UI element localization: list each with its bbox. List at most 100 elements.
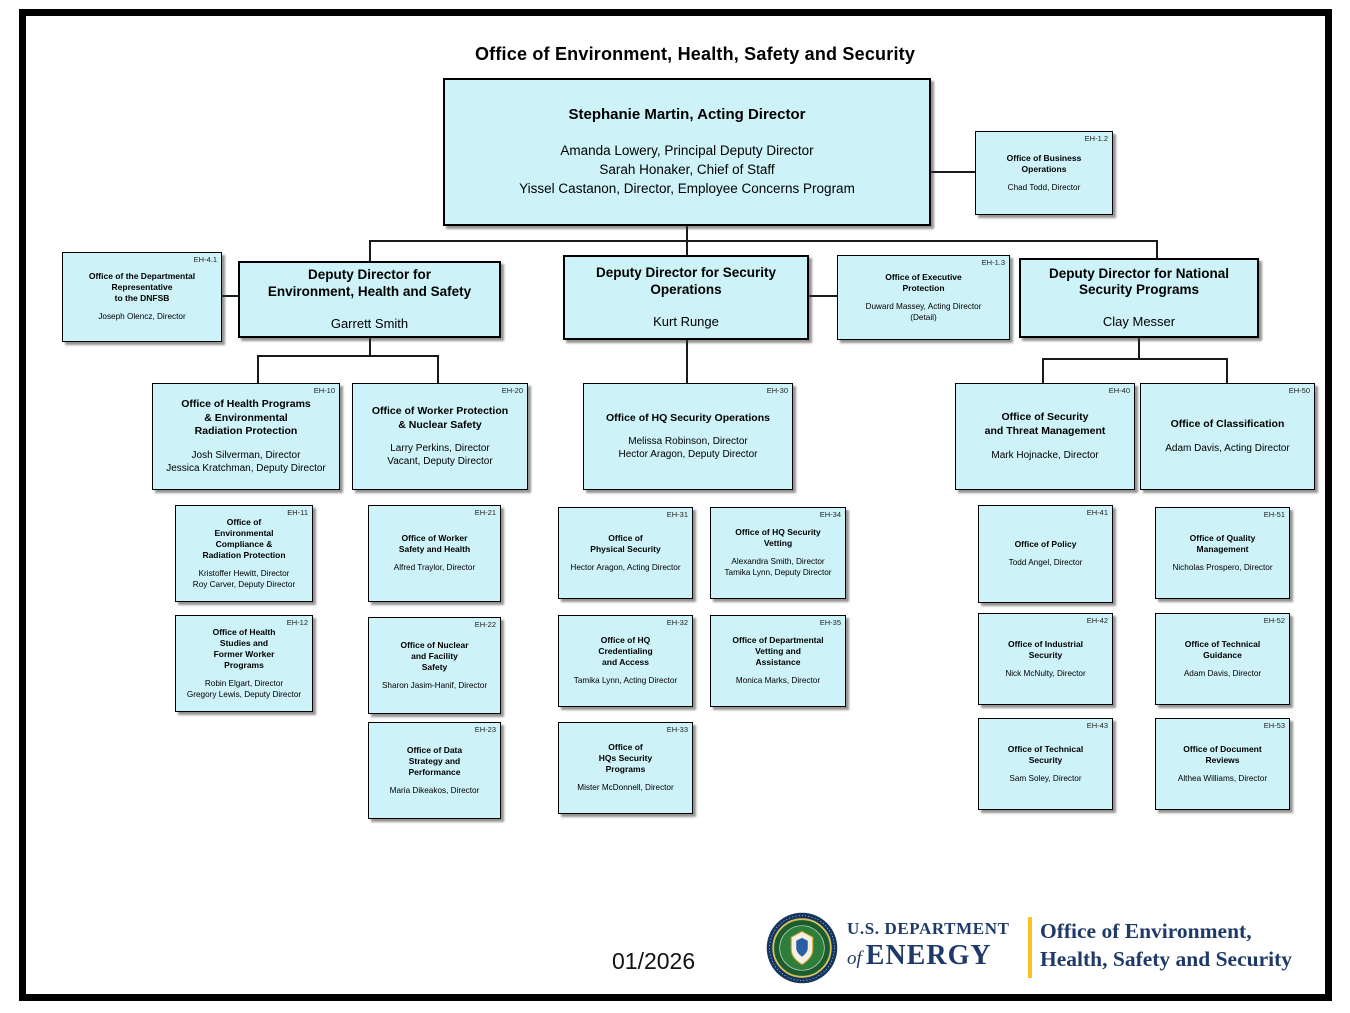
connector-line <box>686 240 688 256</box>
org-box-title: Office of HQs Security Programs <box>598 742 653 775</box>
org-code-label: EH-35 <box>819 618 841 627</box>
org-box-eh35: EH-35 Office of Departmental Vetting and… <box>710 615 846 707</box>
org-code-label: EH-53 <box>1263 721 1285 730</box>
org-box-people: Alexandra Smith, Director Tamika Lynn, D… <box>724 557 832 578</box>
org-box-people: Nicholas Prospero, Director <box>1172 562 1273 572</box>
org-box-deputy-national-security: Deputy Director for National Security Pr… <box>1019 258 1259 338</box>
org-box-title: Office of HQ Credentialing and Access <box>598 635 653 668</box>
org-code-label: EH-1.3 <box>981 258 1005 267</box>
org-box-title: Office of Business Operations <box>1006 152 1082 174</box>
org-box-people: Monica Marks, Director <box>735 676 821 686</box>
org-code-label: EH-12 <box>286 618 308 627</box>
org-box-eh32: EH-32 Office of HQ Credentialing and Acc… <box>558 615 693 707</box>
doe-seal-icon <box>766 912 838 984</box>
org-box-deputy-security-ops: Deputy Director for Security Operations … <box>563 255 809 340</box>
org-code-label: EH-43 <box>1086 721 1108 730</box>
connector-line <box>1138 338 1140 360</box>
org-code-label: EH-22 <box>474 620 496 629</box>
org-code-label: EH-30 <box>766 386 788 395</box>
footer-office-name-line1: Office of Environment, <box>1040 919 1252 943</box>
org-box-title: Stephanie Martin, Acting Director <box>568 105 806 123</box>
doe-wordmark-of: of <box>847 948 862 969</box>
org-box-director: Stephanie Martin, Acting Director Amanda… <box>443 78 931 226</box>
org-box-people: Amanda Lowery, Principal Deputy Director… <box>519 142 855 197</box>
org-code-label: EH-4.1 <box>193 255 217 264</box>
org-box-eh23: EH-23 Office of Data Strategy and Perfor… <box>368 722 501 819</box>
org-box-title: Office of Health Programs & Environmenta… <box>181 398 311 438</box>
connector-line <box>809 295 837 297</box>
org-box-title: Office of Physical Security <box>590 532 661 554</box>
org-code-label: EH-10 <box>313 386 335 395</box>
org-code-label: EH-1.2 <box>1084 134 1108 143</box>
org-box-business-operations: EH-1.2 Office of Business Operations Cha… <box>975 131 1113 215</box>
org-code-label: EH-40 <box>1108 386 1130 395</box>
org-box-eh40: EH-40 Office of Security and Threat Mana… <box>955 383 1135 490</box>
org-box-eh34: EH-34 Office of HQ Security Vetting Alex… <box>710 507 846 599</box>
org-box-people: Clay Messer <box>1102 314 1176 330</box>
org-box-title: Office of Executive Protection <box>885 271 962 293</box>
org-box-eh12: EH-12 Office of Health Studies and Forme… <box>175 615 313 712</box>
org-box-people: Tamika Lynn, Acting Director <box>573 676 678 686</box>
org-box-eh41: EH-41 Office of Policy Todd Angel, Direc… <box>978 505 1113 603</box>
connector-line <box>1156 240 1158 259</box>
org-code-label: EH-41 <box>1086 508 1108 517</box>
org-box-people: Adam Davis, Acting Director <box>1165 442 1290 454</box>
org-box-people: Sam Soley, Director <box>1009 773 1082 783</box>
org-box-people: Robin Elgart, Director Gregory Lewis, De… <box>186 678 302 699</box>
org-code-label: EH-23 <box>474 725 496 734</box>
connector-line <box>686 226 688 241</box>
org-box-people: Maria Dikeakos, Director <box>389 785 480 795</box>
org-code-label: EH-20 <box>501 386 523 395</box>
org-box-eh31: EH-31 Office of Physical Security Hector… <box>558 507 693 599</box>
org-box-title: Deputy Director for National Security Pr… <box>1048 265 1230 298</box>
org-box-title: Office of Nuclear and Facility Safety <box>400 639 469 672</box>
connector-line <box>1042 358 1044 384</box>
org-box-title: Office of Environmental Compliance & Rad… <box>202 516 286 560</box>
org-box-eh43: EH-43 Office of Technical Security Sam S… <box>978 718 1113 810</box>
connector-line <box>369 240 371 262</box>
org-box-title: Office of Data Strategy and Performance <box>406 744 463 777</box>
org-box-deputy-ehs: Deputy Director for Environment, Health … <box>238 261 501 338</box>
org-box-people: Adam Davis, Director <box>1183 668 1262 678</box>
connector-line <box>222 295 239 297</box>
org-box-people: Melissa Robinson, Director Hector Aragon… <box>618 436 758 461</box>
org-box-eh20: EH-20 Office of Worker Protection & Nucl… <box>352 383 528 490</box>
org-box-title: Office of Security and Threat Management <box>984 411 1106 437</box>
org-code-label: EH-11 <box>287 508 308 517</box>
org-box-people: Todd Angel, Director <box>1008 558 1083 568</box>
connector-line <box>369 240 1158 242</box>
org-box-title: Deputy Director for Security Operations <box>595 265 777 297</box>
org-box-eh22: EH-22 Office of Nuclear and Facility Saf… <box>368 617 501 714</box>
org-box-eh52: EH-52 Office of Technical Guidance Adam … <box>1155 613 1290 705</box>
org-code-label: EH-42 <box>1086 616 1108 625</box>
org-code-label: EH-50 <box>1288 386 1310 395</box>
org-box-title: Office of the Departmental Representativ… <box>88 271 196 304</box>
org-box-people: Alfred Traylor, Director <box>393 563 476 573</box>
org-code-label: EH-34 <box>819 510 841 519</box>
org-box-executive-protection: EH-1.3 Office of Executive Protection Du… <box>837 255 1010 340</box>
chart-title: Office of Environment, Health, Safety an… <box>474 44 916 64</box>
connector-line <box>686 340 688 384</box>
org-box-eh21: EH-21 Office of Worker Safety and Health… <box>368 505 501 602</box>
org-box-people: Kurt Runge <box>653 313 719 329</box>
org-box-eh51: EH-51 Office of Quality Management Nicho… <box>1155 507 1290 599</box>
org-code-label: EH-33 <box>666 725 688 734</box>
footer-office-name-line2: Health, Safety and Security <box>1040 947 1293 972</box>
org-box-title: Office of Departmental Vetting and Assis… <box>732 635 824 668</box>
org-box-title: Deputy Director for Environment, Health … <box>267 267 472 299</box>
org-box-eh42: EH-42 Office of Industrial Security Nick… <box>978 613 1113 705</box>
org-box-people: Chad Todd, Director <box>1007 182 1081 192</box>
org-box-title: Office of Policy <box>1014 539 1077 550</box>
org-code-label: EH-21 <box>474 508 496 517</box>
org-box-title: Office of HQ Security Vetting <box>735 527 821 549</box>
doe-wordmark-line2: of ENERGY <box>847 940 1010 972</box>
org-box-people: Hector Aragon, Acting Director <box>570 562 681 572</box>
org-box-eh50: EH-50 Office of Classification Adam Davi… <box>1140 383 1315 490</box>
org-code-label: EH-51 <box>1263 510 1285 519</box>
org-box-people: Kristoffer Hewitt, Director Roy Carver, … <box>192 568 296 589</box>
org-box-title: Office of Industrial Security <box>1007 638 1084 660</box>
org-box-eh10: EH-10 Office of Health Programs & Enviro… <box>152 383 340 490</box>
org-box-eh30: EH-30 Office of HQ Security Operations M… <box>583 383 793 490</box>
org-box-people: Josh Silverman, Director Jessica Kratchm… <box>166 449 326 474</box>
